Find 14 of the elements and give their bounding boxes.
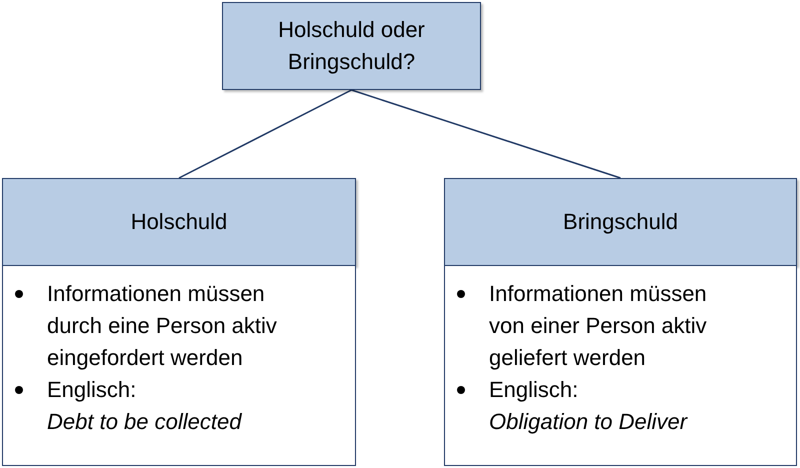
bullet-text: Informationen müssen von einer Person aktiv geliefert werden: [489, 280, 708, 372]
heading-text: Holschuld: [130, 208, 228, 236]
content-box: [2, 265, 356, 466]
bullet-text: Englisch: Debt to be collected: [47, 376, 243, 436]
connector-line: [178, 89, 352, 179]
header-box: [2, 178, 356, 266]
bullet-text: Informationen müssen durch eine Person aktiv eingefordert werden: [47, 280, 278, 372]
heading-text: Bringschuld: [563, 208, 678, 236]
header-box: [444, 178, 797, 266]
header-box: [222, 2, 481, 90]
content-box: [444, 265, 797, 466]
connector-line: [351, 89, 621, 179]
bullet-text: Englisch: Obligation to Deliver: [489, 376, 689, 436]
heading-text: Holschuld oder Bringschuld?: [277, 16, 426, 76]
